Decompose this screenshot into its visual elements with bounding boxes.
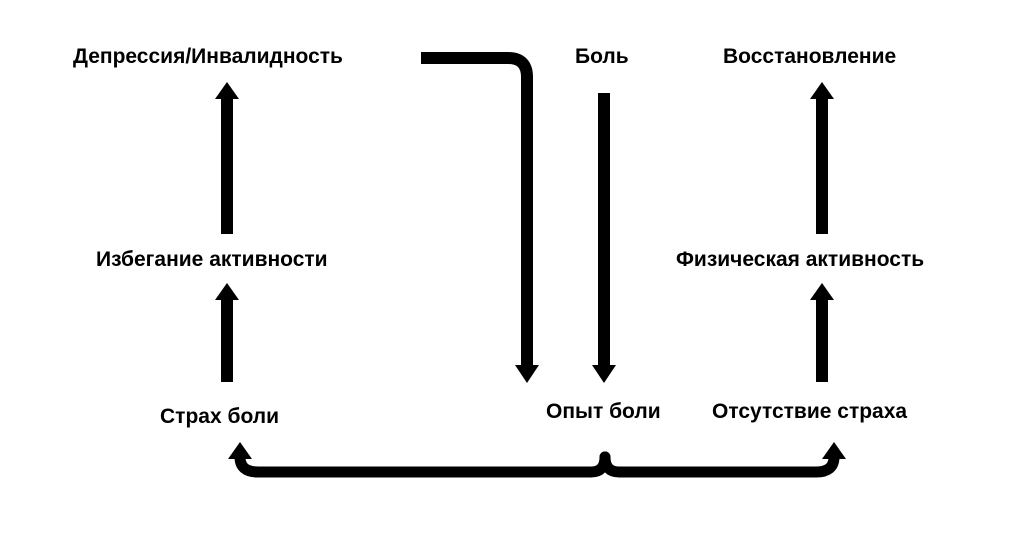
arrow-avoidance-to-depression — [215, 82, 239, 234]
arrow-nofear-to-activity — [810, 283, 834, 382]
arrow-fear-to-avoidance — [215, 283, 239, 382]
node-activity-avoidance: Избегание активности — [96, 248, 328, 271]
arrow-depression-to-experience — [421, 52, 539, 383]
node-depression-disability: Депрессия/Инвалидность — [73, 45, 343, 68]
node-no-fear: Отсутствие страха — [712, 400, 908, 423]
node-physical-activity: Физическая активность — [676, 248, 925, 271]
arrow-pain-to-experience — [592, 93, 616, 383]
arrow-experience-branches — [228, 442, 846, 478]
node-pain: Боль — [575, 45, 629, 68]
node-pain-experience: Опыт боли — [546, 400, 661, 423]
node-fear-of-pain: Страх боли — [160, 405, 279, 428]
node-recovery: Восстановление — [723, 45, 897, 68]
arrow-activity-to-recovery — [810, 82, 834, 234]
